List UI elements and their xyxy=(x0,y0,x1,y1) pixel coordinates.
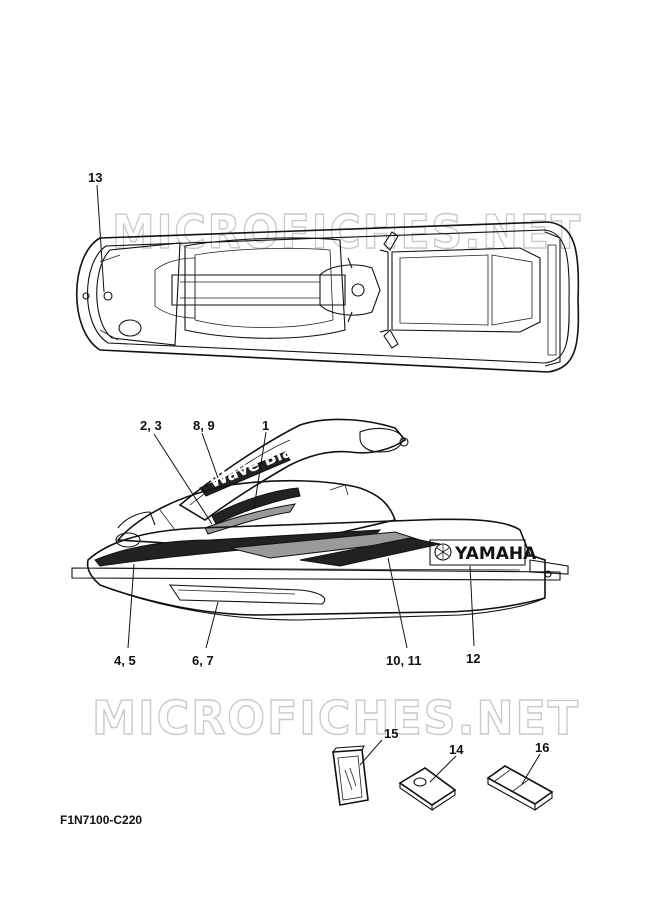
yamaha-logo-text: YAMAHA xyxy=(454,544,537,564)
callout-16: 16 xyxy=(535,740,549,755)
watermark-top: MICROFICHES.NET xyxy=(112,205,582,259)
callout-1: 1 xyxy=(262,418,269,433)
part-15-decal-sheet xyxy=(332,745,369,806)
watermark-bottom: MICROFICHES.NET xyxy=(92,691,580,745)
callout-10-11: 10, 11 xyxy=(386,653,421,668)
callout-13: 13 xyxy=(88,170,102,185)
pole-decal-text: Wave Blaster xyxy=(206,426,331,492)
callout-12: 12 xyxy=(466,651,480,666)
callout-8-9: 8, 9 xyxy=(193,418,215,433)
callout-labels: 13 2, 3 8, 9 1 4, 5 6, 7 10, 11 12 15 14… xyxy=(88,170,549,757)
callout-2-3: 2, 3 xyxy=(140,418,162,433)
callout-15: 15 xyxy=(384,726,398,741)
callout-4-5: 4, 5 xyxy=(114,653,136,668)
callout-14: 14 xyxy=(449,742,464,757)
top-view-watercraft xyxy=(76,221,580,373)
diagram-code: F1N7100-C220 xyxy=(60,813,142,827)
leader-lines xyxy=(96,184,541,785)
callout-6-7: 6, 7 xyxy=(192,653,214,668)
part-16-decal-strip xyxy=(486,765,554,811)
part-14-decal xyxy=(398,767,457,812)
side-view-watercraft: Wave Blaster YAMAHA xyxy=(71,418,569,621)
